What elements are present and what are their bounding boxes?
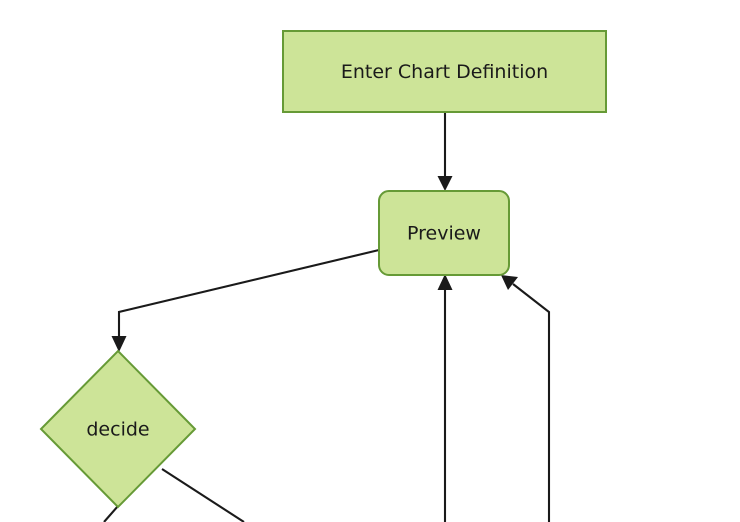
node-layer: Enter Chart Definition Preview decide bbox=[39, 30, 607, 509]
edge-return-center-to-preview[interactable] bbox=[437, 274, 453, 522]
node-shape-rectangle bbox=[282, 30, 607, 113]
node-enter-chart-definition[interactable]: Enter Chart Definition bbox=[282, 30, 607, 113]
edge-decide-out-right[interactable] bbox=[161, 468, 245, 522]
arrowhead-icon bbox=[111, 336, 127, 352]
arrowhead-icon bbox=[501, 275, 518, 290]
edge-line bbox=[103, 505, 119, 522]
edge-preview-to-decide[interactable] bbox=[111, 248, 380, 352]
node-shape-rounded-rectangle bbox=[378, 190, 510, 276]
edge-line bbox=[512, 283, 551, 522]
node-shape-diamond bbox=[39, 349, 197, 509]
arrowhead-icon bbox=[437, 274, 453, 290]
node-label-enter-chart-definition: Enter Chart Definition bbox=[341, 61, 548, 83]
node-decide[interactable]: decide bbox=[39, 349, 197, 509]
node-label-preview: Preview bbox=[407, 223, 481, 245]
node-label-decide: decide bbox=[86, 419, 149, 441]
arrowhead-icon bbox=[437, 176, 453, 191]
edge-return-right-to-preview[interactable] bbox=[501, 275, 551, 522]
edge-decide-out-left[interactable] bbox=[103, 505, 119, 522]
edge-line bbox=[117, 248, 380, 340]
node-preview[interactable]: Preview bbox=[378, 190, 510, 276]
edge-enter-to-preview[interactable] bbox=[437, 112, 453, 191]
edge-layer bbox=[103, 112, 551, 522]
edge-line bbox=[161, 468, 245, 522]
